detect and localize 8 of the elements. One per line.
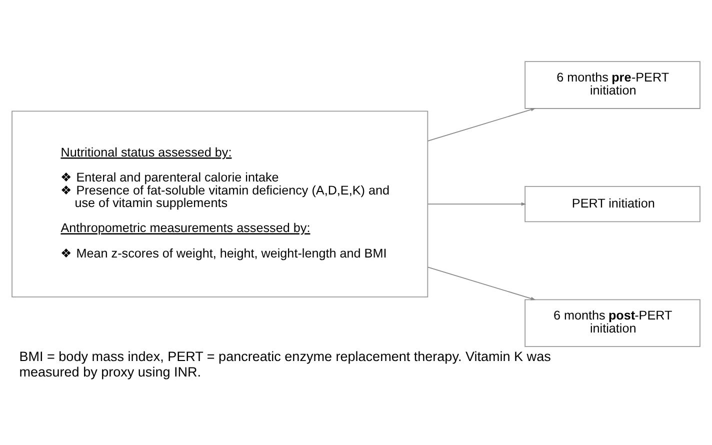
node-box: Nutritional status assessed by: ❖ Enteral and parenteral calorie intake ❖ Presence of fat-soluble vitamin deficiency (A,D,E,K) and use of vitamin supplements Anthropometric measurements assessed by: ❖ Mean z-scores of weight, height, weight-length and BMI (12, 110, 428, 297)
node-box: PERT initiation (524, 186, 700, 222)
caption: BMI = body mass index, PERT = pancreatic enzyme replacement therapy. Vitamin K was measured by proxy using INR. (19, 348, 551, 379)
node-box: 6 months post-PERT initiation (524, 298, 700, 346)
arrow (427, 266, 536, 300)
arrow (427, 202, 526, 206)
arrow (427, 107, 536, 141)
node-box: 6 months pre-PERT initiation (524, 60, 700, 108)
